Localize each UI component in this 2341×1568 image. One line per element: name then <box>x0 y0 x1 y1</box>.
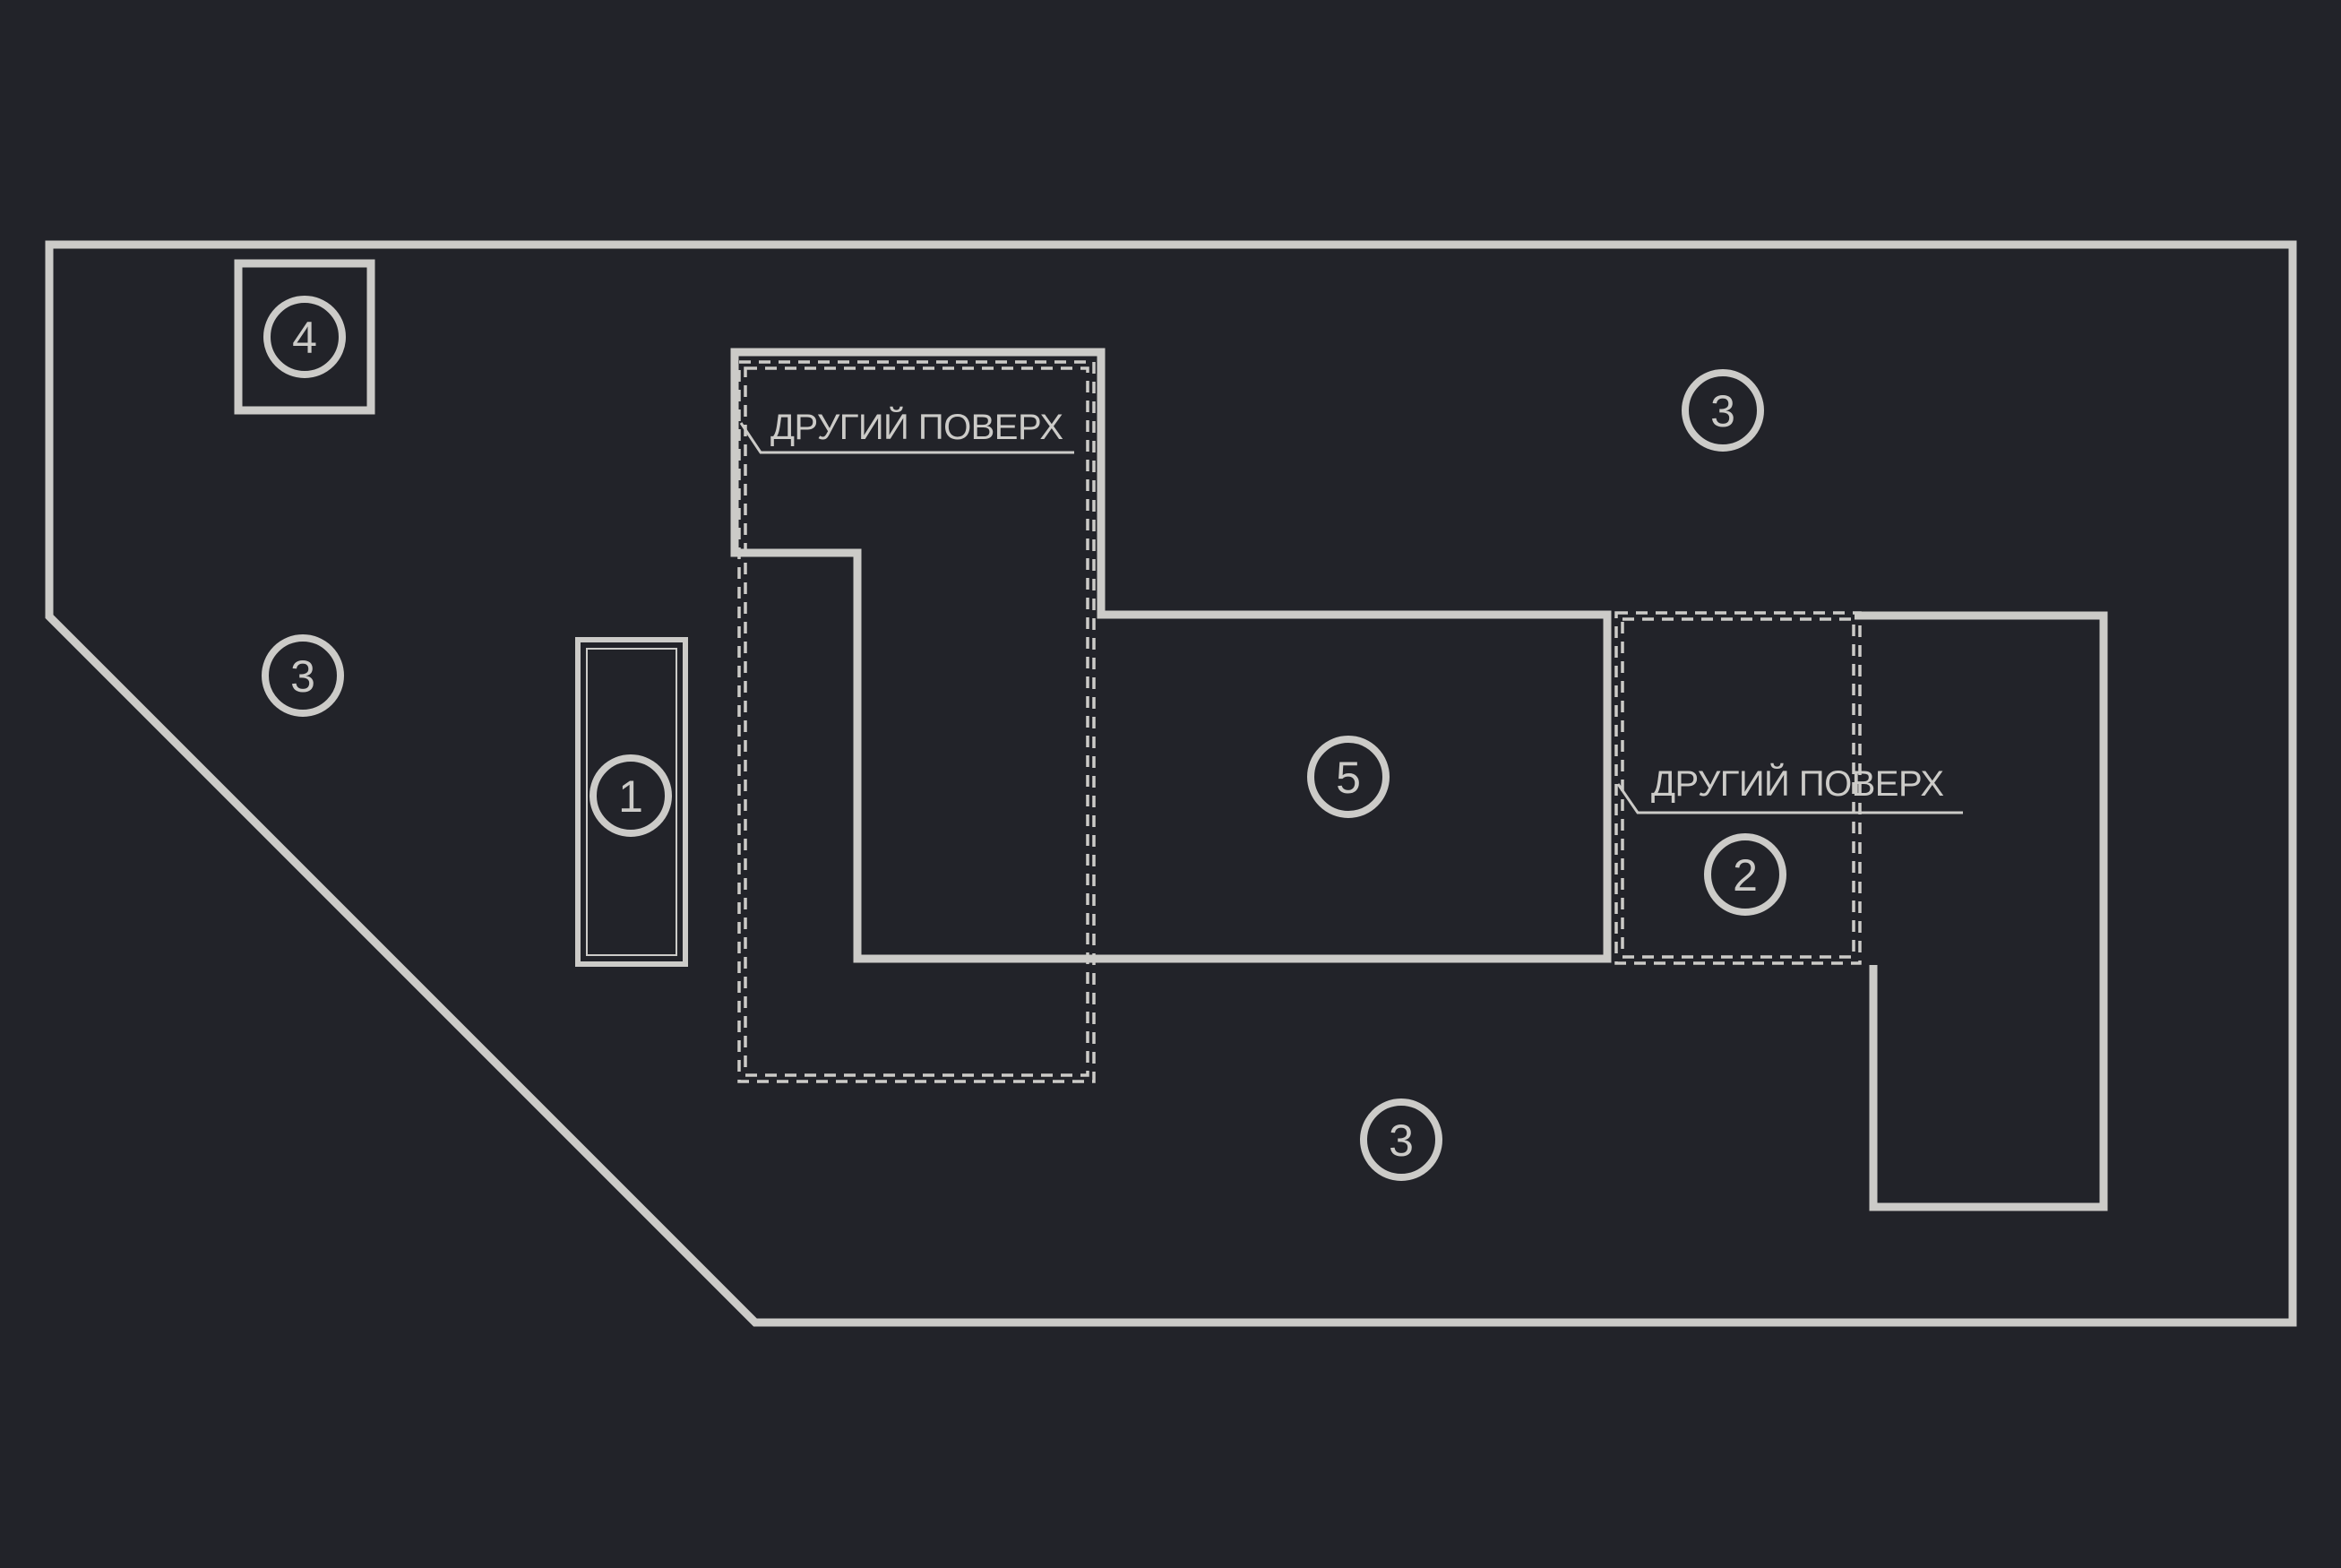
marker-area-5-circle[interactable] <box>1307 736 1390 818</box>
marker-area-3-left-circle[interactable] <box>262 634 344 717</box>
upper-floor-label-top: ДРУГИЙ ПОВЕРХ <box>770 406 1066 447</box>
marker-area-4[interactable]: 4 <box>263 296 346 378</box>
marker-area-1-circle[interactable] <box>590 754 672 837</box>
upper-floor-callout-right-leader-line <box>1616 783 1963 814</box>
area-1-box-outer <box>575 637 688 967</box>
marker-area-3-top-right-number: 3 <box>1710 386 1735 436</box>
marker-area-2-circle[interactable] <box>1704 833 1786 916</box>
marker-area-3-bottom[interactable]: 3 <box>1360 1098 1442 1181</box>
marker-area-3-top-right[interactable]: 3 <box>1682 369 1764 452</box>
upper-floor-region-right-outer-dash <box>1614 611 1862 965</box>
marker-area-3-left-number: 3 <box>290 651 315 702</box>
marker-area-4-number: 4 <box>292 313 317 363</box>
upper-floor-region-top-outer-dash <box>737 360 1096 1083</box>
area-1-box <box>575 637 688 967</box>
marker-area-5-number: 5 <box>1336 753 1361 803</box>
area-4-box <box>234 259 375 415</box>
site-boundary <box>45 240 2297 1327</box>
marker-area-3-left[interactable]: 3 <box>262 634 344 717</box>
upper-floor-callout-top: ДРУГИЙ ПОВЕРХ <box>739 406 1074 454</box>
marker-area-4-circle[interactable] <box>263 296 346 378</box>
building-outline <box>730 348 1612 963</box>
upper-floor-callout-right: ДРУГИЙ ПОВЕРХ <box>1616 762 1963 814</box>
upper-floor-label-right: ДРУГИЙ ПОВЕРХ <box>1651 762 1947 804</box>
marker-area-2[interactable]: 2 <box>1704 833 1786 916</box>
upper-floor-region-right-inner-dash <box>1621 617 1855 959</box>
upper-floor-region-top <box>737 360 1096 1083</box>
marker-area-1[interactable]: 1 <box>590 754 672 837</box>
marker-area-3-bottom-number: 3 <box>1389 1116 1414 1166</box>
marker-area-3-bottom-circle[interactable] <box>1360 1098 1442 1181</box>
marker-area-1-number: 1 <box>618 771 643 822</box>
upper-floor-region-top-inner-dash <box>744 366 1089 1077</box>
right-building-outline <box>1855 611 2108 1211</box>
area-1-box-inner <box>586 648 677 956</box>
upper-floor-region-right <box>1614 611 1862 965</box>
upper-floor-callout-top-leader-line <box>739 422 1074 454</box>
marker-area-5[interactable]: 5 <box>1307 736 1390 818</box>
marker-area-3-top-right-circle[interactable] <box>1682 369 1764 452</box>
marker-area-2-number: 2 <box>1733 850 1758 900</box>
